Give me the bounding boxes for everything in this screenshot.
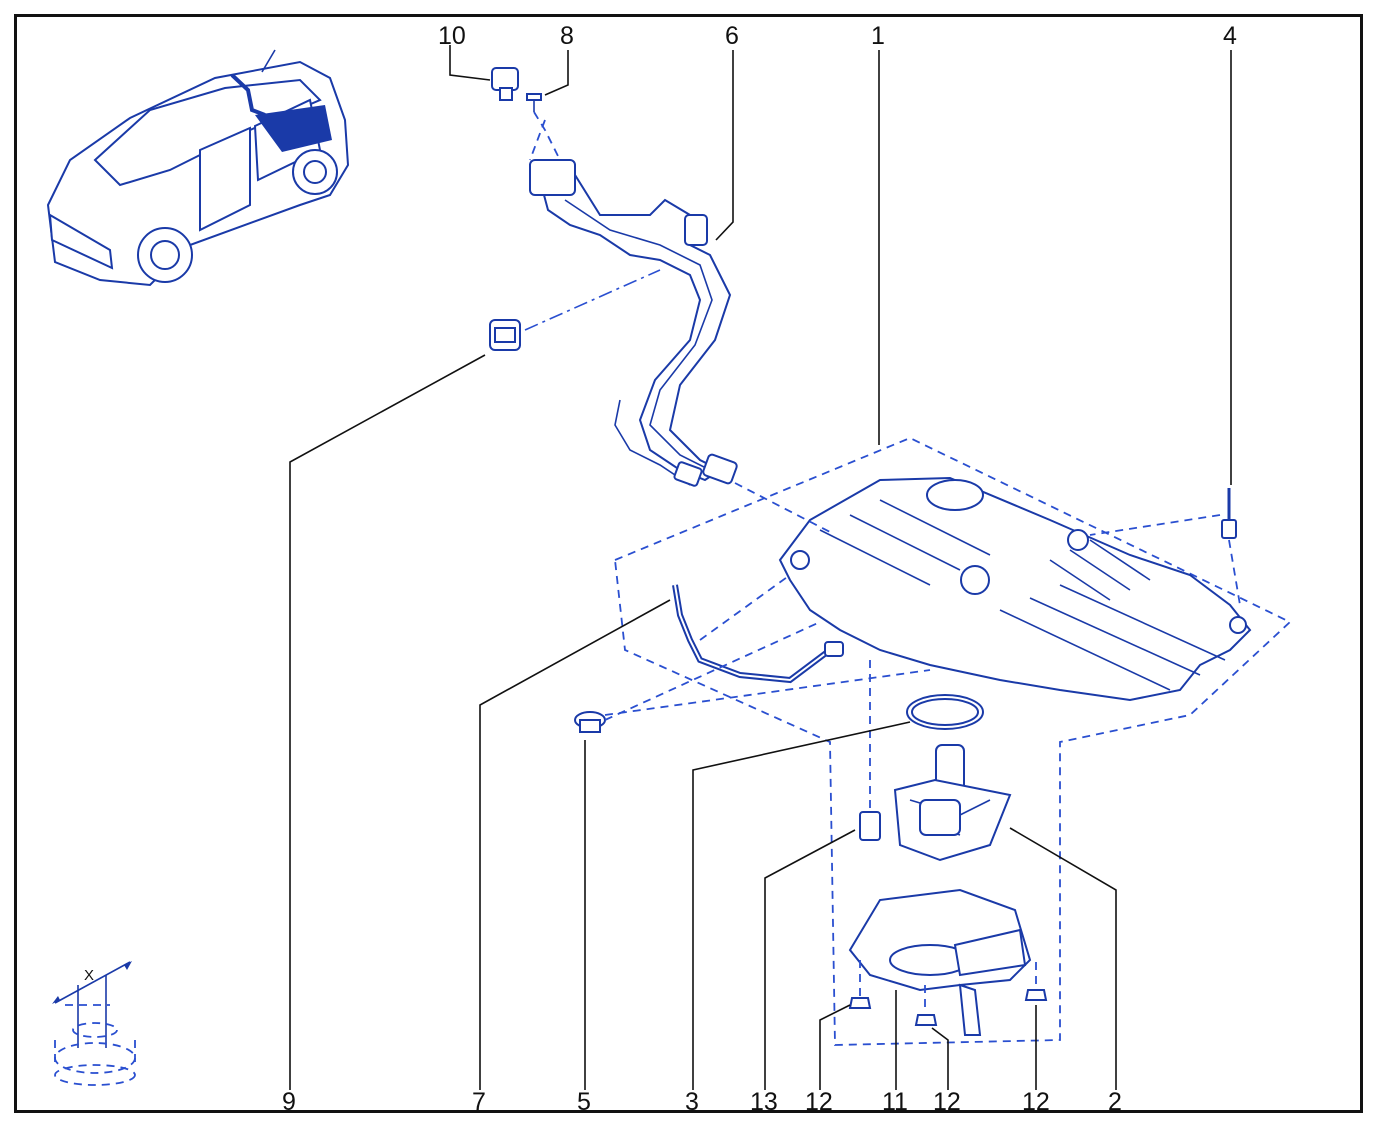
clip-part-9 bbox=[489, 319, 521, 351]
callout-top-8: 8 bbox=[560, 22, 574, 50]
breather-pipe bbox=[672, 584, 844, 684]
nut-dimension-icon: X bbox=[52, 961, 136, 1086]
fuel-tank bbox=[614, 437, 1292, 1046]
nut-part-12-middle bbox=[914, 1014, 938, 1026]
dimension-label: X bbox=[84, 967, 94, 984]
grommet-part-5 bbox=[574, 711, 606, 733]
callout-bottom-2: 2 bbox=[1108, 1088, 1122, 1116]
callout-top-10: 10 bbox=[438, 22, 466, 50]
screw-part-8 bbox=[526, 93, 542, 112]
filler-pipe bbox=[529, 159, 738, 487]
bolt-part-4 bbox=[1221, 488, 1237, 539]
callout-bottom-12a: 12 bbox=[805, 1088, 833, 1116]
nut-part-12-left bbox=[848, 997, 872, 1009]
callout-bottom-13: 13 bbox=[750, 1088, 778, 1116]
callout-bottom-11: 11 bbox=[882, 1088, 908, 1116]
callout-bottom-12b: 12 bbox=[933, 1088, 961, 1116]
cap-part-10 bbox=[491, 67, 519, 101]
callout-top-1: 1 bbox=[871, 22, 885, 50]
spacer-part-13 bbox=[859, 811, 881, 841]
callout-bottom-5: 5 bbox=[577, 1088, 591, 1116]
callout-top-6: 6 bbox=[725, 22, 739, 50]
callout-bottom-12c: 12 bbox=[1022, 1088, 1050, 1116]
nut-part-12-right bbox=[1024, 989, 1048, 1001]
callout-bottom-3: 3 bbox=[685, 1088, 699, 1116]
protection-cover bbox=[848, 888, 1032, 1036]
callout-bottom-9: 9 bbox=[282, 1088, 296, 1116]
callout-bottom-7: 7 bbox=[472, 1088, 486, 1116]
callout-top-4: 4 bbox=[1223, 22, 1237, 50]
fuel-pump-module bbox=[893, 744, 1012, 862]
diagram-frame bbox=[14, 14, 1363, 1113]
vehicle-location-icon bbox=[46, 49, 350, 287]
